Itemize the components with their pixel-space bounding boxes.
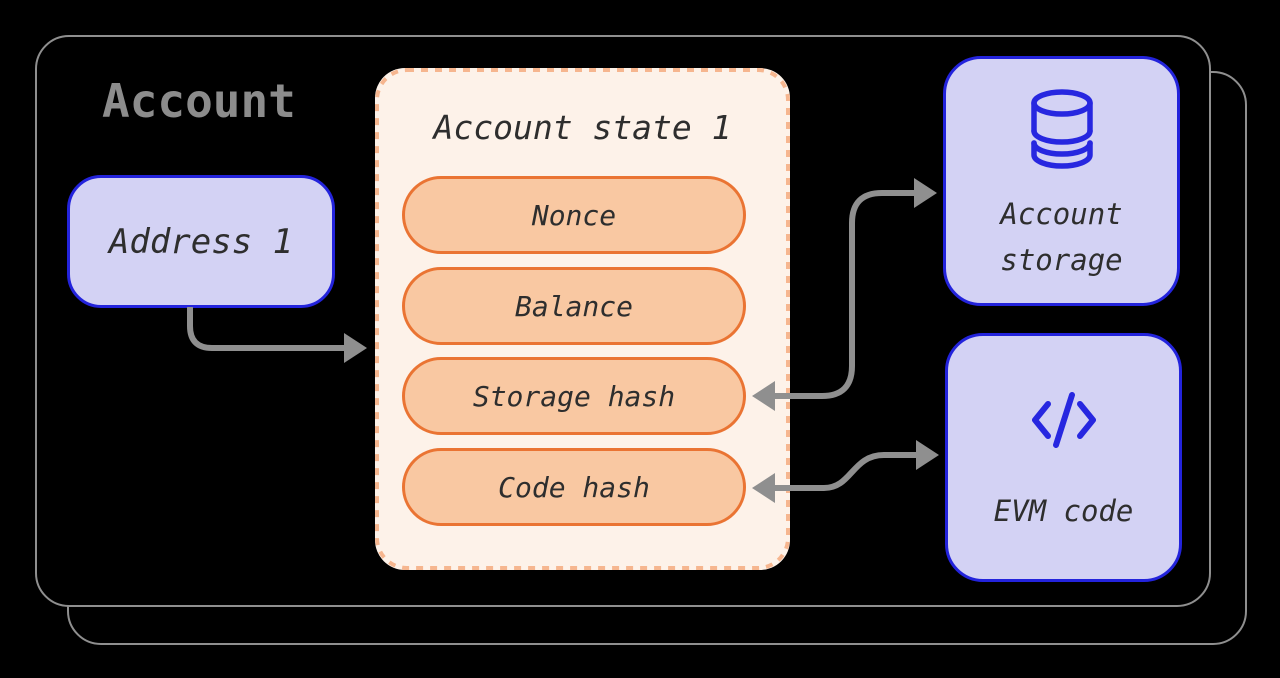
evm-code-label: EVM code [993, 494, 1134, 528]
state-field-label: Code hash [498, 470, 650, 504]
account-state-box: Account state 1 Nonce Balance Storage ha… [375, 68, 790, 570]
evm-code-box: EVM code [945, 333, 1182, 582]
state-field-balance: Balance [402, 267, 746, 345]
account-frame-title: Account [102, 74, 296, 128]
address-box-label: Address 1 [108, 221, 294, 262]
account-state-title: Account state 1 [433, 108, 732, 147]
database-icon [1030, 89, 1093, 169]
code-icon [1031, 392, 1096, 448]
state-field-storage-hash: Storage hash [402, 357, 746, 435]
state-field-code-hash: Code hash [402, 448, 746, 526]
state-field-label: Storage hash [472, 379, 676, 413]
state-field-label: Balance [514, 289, 633, 323]
address-box: Address 1 [67, 175, 335, 308]
account-storage-label: Account storage [1000, 197, 1123, 277]
state-field-nonce: Nonce [402, 176, 746, 254]
account-storage-box: Account storage [943, 56, 1180, 306]
state-field-label: Nonce [531, 198, 617, 232]
